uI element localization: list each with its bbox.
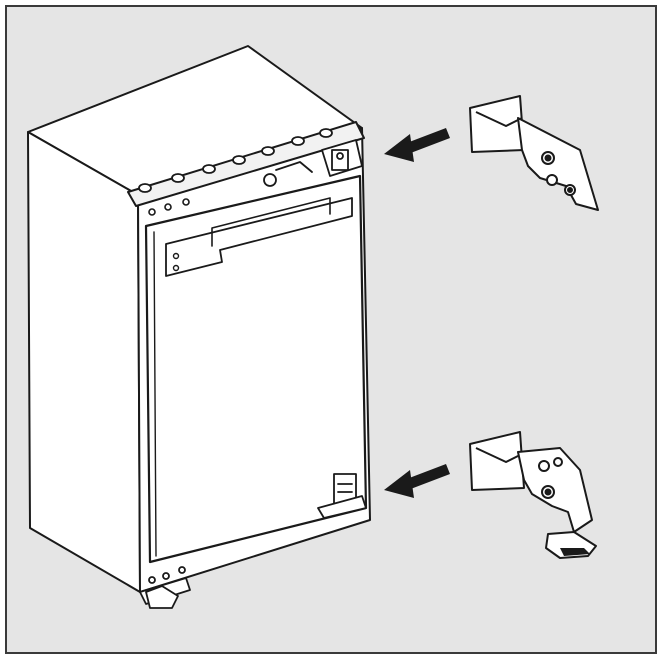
door-rail-holes	[172, 252, 180, 272]
bottom-bracket-plate	[517, 447, 593, 533]
arrow-bottom-shaft	[404, 464, 450, 490]
built-in-fridge	[27, 45, 371, 609]
arrow-bottom	[384, 464, 450, 498]
arrow-top-shaft	[404, 128, 450, 154]
arrow-top	[384, 128, 450, 162]
top-trim-strip	[127, 121, 365, 207]
top-bracket-fold	[475, 111, 523, 127]
bottom-hinge	[317, 473, 367, 519]
door-inner-edge	[153, 231, 157, 557]
door-top-rail	[165, 197, 353, 277]
bottom-bracket-holes	[538, 457, 563, 499]
front-screw-holes-top	[148, 198, 190, 216]
appliance-side-face	[27, 131, 141, 593]
arrow-bottom-head	[384, 470, 414, 498]
bottom-bracket-back-flange	[469, 431, 525, 491]
bottom-bracket-foot-shadow	[560, 548, 590, 556]
top-fixing-holes	[138, 128, 333, 193]
door-top-rail-notch	[211, 197, 331, 247]
bottom-foot-bracket	[139, 566, 191, 609]
top-hinge	[263, 139, 363, 187]
bottom-mounting-bracket	[469, 431, 597, 559]
bottom-bracket-fold	[475, 447, 523, 463]
top-mounting-bracket	[469, 95, 599, 211]
top-bracket-holes	[541, 151, 576, 196]
arrow-top-head	[384, 134, 414, 162]
